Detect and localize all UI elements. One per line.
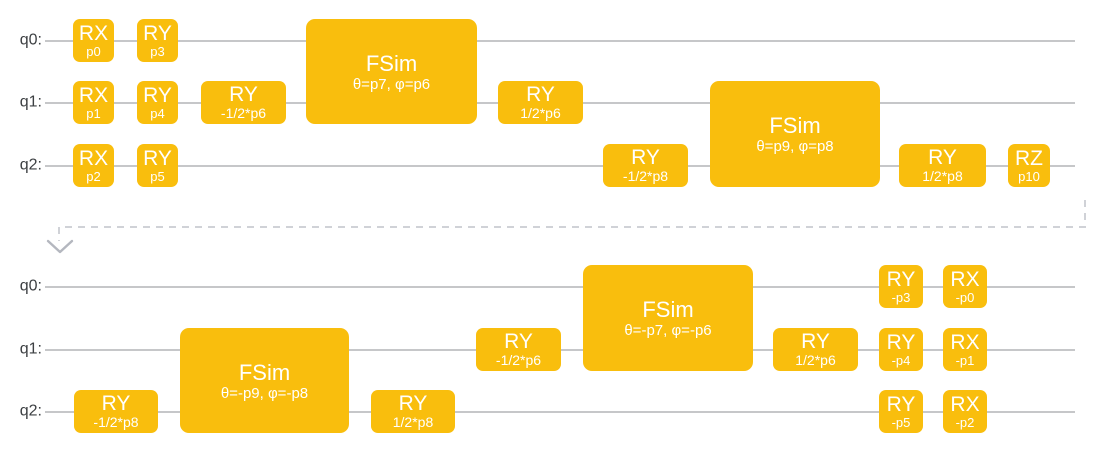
- wrap-around-dashed-path: [58, 200, 1086, 241]
- gate-parameter: -p1: [955, 352, 975, 368]
- gate-parameter: p10: [1018, 168, 1040, 184]
- gate-name: RX: [78, 83, 109, 107]
- gate-parameter: 1/2*p6: [795, 352, 836, 368]
- gate-parameter: -p4: [891, 352, 911, 368]
- gate-name: RY: [143, 146, 172, 170]
- gate-parameter: θ=-p9, φ=-p8: [220, 384, 309, 402]
- gate-parameter: p5: [150, 168, 165, 184]
- gate-parameter: 1/2*p8: [922, 168, 963, 184]
- gate-name: RX: [950, 392, 980, 416]
- gate-name: RY: [143, 21, 172, 45]
- gate-rx: RX-p1: [943, 328, 987, 371]
- gate-name: RX: [950, 267, 980, 291]
- gate-parameter: θ=p9, φ=p8: [756, 138, 834, 155]
- gate-ry: RY-p3: [879, 265, 923, 308]
- gate-name: RY: [101, 392, 131, 415]
- gate-parameter: θ=p7, φ=p6: [352, 75, 431, 93]
- gate-name: RY: [886, 267, 916, 291]
- gate-name: RY: [398, 392, 428, 415]
- gate-name: RX: [78, 21, 109, 45]
- gate-rx: RX-p2: [943, 390, 987, 433]
- gate-parameter: -1/2*p8: [622, 168, 669, 184]
- gate-parameter: 1/2*p8: [392, 414, 434, 430]
- gate-name: FSim: [769, 113, 821, 138]
- gate-ry: RY-1/2*p8: [603, 144, 688, 187]
- gate-name: RY: [631, 146, 660, 169]
- top-circuit-wire-q0: [45, 40, 1075, 42]
- gate-name: RY: [229, 83, 258, 106]
- gate-parameter: -p2: [955, 414, 975, 430]
- gate-parameter: -1/2*p6: [495, 352, 542, 368]
- top-circuit-qubit-label-q2: q2:: [19, 156, 42, 174]
- gate-parameter: -p5: [891, 414, 911, 430]
- gate-name: RY: [801, 330, 830, 353]
- gate-name: RY: [886, 392, 916, 416]
- arrow-chevron-icon: [46, 239, 74, 254]
- gate-ry: RY-1/2*p6: [476, 328, 561, 371]
- bottom-circuit-wire-q2: [45, 411, 1075, 413]
- gate-name: FSim: [238, 359, 291, 385]
- gate-rx: RX-p0: [943, 265, 987, 308]
- gate-ry: RY-p4: [879, 328, 923, 371]
- gate-ry: RY-p5: [879, 390, 923, 433]
- gate-name: RY: [928, 146, 957, 169]
- gate-name: RY: [526, 83, 555, 106]
- gate-parameter: p3: [150, 43, 165, 59]
- top-circuit-qubit-label-q1: q1:: [19, 93, 42, 111]
- gate-parameter: p1: [86, 105, 101, 121]
- gate-parameter: -1/2*p6: [220, 105, 267, 121]
- gate-parameter: θ=-p7, φ=-p6: [624, 322, 712, 339]
- gate-name: FSim: [642, 297, 694, 322]
- top-circuit-wire-q2: [45, 165, 1075, 167]
- bottom-circuit-qubit-label-q1: q1:: [19, 340, 42, 358]
- gate-parameter: -p0: [955, 289, 975, 305]
- top-circuit-qubit-label-q0: q0:: [19, 31, 42, 49]
- gate-name: RY: [886, 330, 916, 354]
- gate-name: RZ: [1015, 146, 1043, 170]
- gate-parameter: p4: [150, 105, 165, 121]
- gate-name: RX: [950, 330, 980, 354]
- gate-parameter: p0: [86, 43, 101, 59]
- gate-parameter: -p3: [891, 289, 911, 305]
- bottom-circuit-wire-q0: [45, 286, 1075, 288]
- gate-ry: RY-1/2*p8: [74, 390, 158, 433]
- gate-name: RX: [78, 146, 109, 170]
- gate-name: RY: [504, 330, 533, 353]
- gate-name: RY: [143, 83, 172, 107]
- gate-name: FSim: [365, 50, 418, 76]
- bottom-circuit-qubit-label-q2: q2:: [19, 402, 42, 420]
- bottom-circuit-qubit-label-q0: q0:: [19, 277, 42, 295]
- gate-parameter: -1/2*p8: [93, 414, 139, 430]
- gate-ry: RY-1/2*p6: [201, 81, 286, 124]
- gate-parameter: 1/2*p6: [520, 105, 561, 121]
- gate-parameter: p2: [86, 168, 101, 184]
